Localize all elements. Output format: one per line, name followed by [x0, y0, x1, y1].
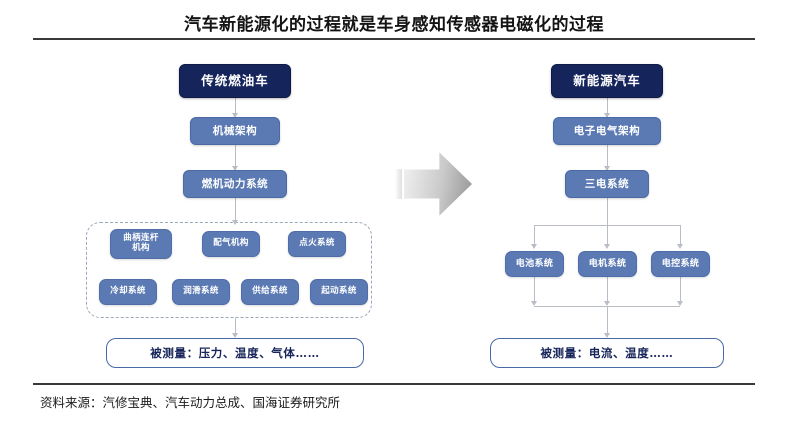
connector-right-merge-stem: [607, 306, 608, 336]
arrowhead-right-merge-2: [603, 301, 610, 306]
left-level3-node[interactable]: 燃机动力系统: [183, 170, 287, 198]
arrowhead-right-drop-3: [676, 244, 683, 249]
connector-left-1: [235, 98, 236, 117]
arrow-shape: [404, 152, 472, 216]
right-measurement-box[interactable]: 被测量：电流、温度……: [490, 338, 724, 368]
connector-right-bus-stem: [607, 198, 608, 225]
connector-right-merge-1: [534, 277, 535, 304]
title-divider: [33, 38, 755, 40]
arrowhead-left-4: [231, 333, 238, 338]
left-component-ignition[interactable]: 点火系统: [288, 231, 346, 257]
arrowhead-left-3: [231, 220, 238, 225]
connector-right-drop-2: [607, 225, 608, 247]
left-component-cooling[interactable]: 冷却系统: [99, 279, 157, 305]
connector-left-4: [235, 318, 236, 336]
left-level2-node[interactable]: 机械架构: [190, 117, 280, 145]
right-arrow-icon: [395, 151, 472, 217]
right-component-battery[interactable]: 电池系统: [505, 251, 564, 277]
engine-subsystems-group: [86, 222, 372, 318]
connector-right-2: [607, 145, 608, 170]
right-component-motor[interactable]: 电机系统: [578, 251, 637, 277]
connector-left-3: [235, 198, 236, 224]
connector-right-drop-1: [534, 225, 535, 247]
left-component-valvetrain[interactable]: 配气机构: [202, 231, 260, 257]
right-level2-node[interactable]: 电子电气架构: [553, 117, 661, 145]
arrowhead-right-drop-1: [530, 244, 537, 249]
arrowhead-right-2: [603, 166, 610, 171]
arrowhead-left-2: [231, 166, 238, 171]
page-title: 汽车新能源化的过程就是车身感知传感器电磁化的过程: [184, 15, 604, 35]
arrowhead-right-merge-1: [530, 301, 537, 306]
source-note: 资料来源：汽修宝典、汽车动力总成、国海证券研究所: [40, 395, 341, 410]
connector-left-2: [235, 145, 236, 170]
arrowhead-right-drop-2: [603, 244, 610, 249]
connector-right-merge-3: [680, 277, 681, 304]
arrowhead-right-final: [603, 333, 610, 338]
left-component-crank[interactable]: 曲柄连杆 机构: [110, 229, 172, 259]
arrowhead-right-1: [603, 113, 610, 118]
left-component-fuel-supply[interactable]: 供给系统: [241, 279, 299, 305]
arrowhead-right-merge-3: [676, 301, 683, 306]
left-component-starter[interactable]: 起动系统: [310, 279, 368, 305]
left-root-node[interactable]: 传统燃油车: [179, 64, 291, 98]
right-component-controller[interactable]: 电控系统: [651, 251, 710, 277]
arrow-tail: [395, 169, 402, 199]
left-measurement-box[interactable]: 被测量：压力、温度、气体……: [106, 338, 364, 368]
connector-right-1: [607, 98, 608, 117]
right-root-node[interactable]: 新能源汽车: [551, 64, 663, 98]
arrowhead-left-1: [231, 113, 238, 118]
right-level3-node[interactable]: 三电系统: [565, 170, 649, 198]
connector-right-drop-3: [680, 225, 681, 247]
left-component-lubrication[interactable]: 润滑系统: [172, 279, 230, 305]
footer-divider: [33, 383, 755, 385]
connector-right-merge-2: [607, 277, 608, 304]
